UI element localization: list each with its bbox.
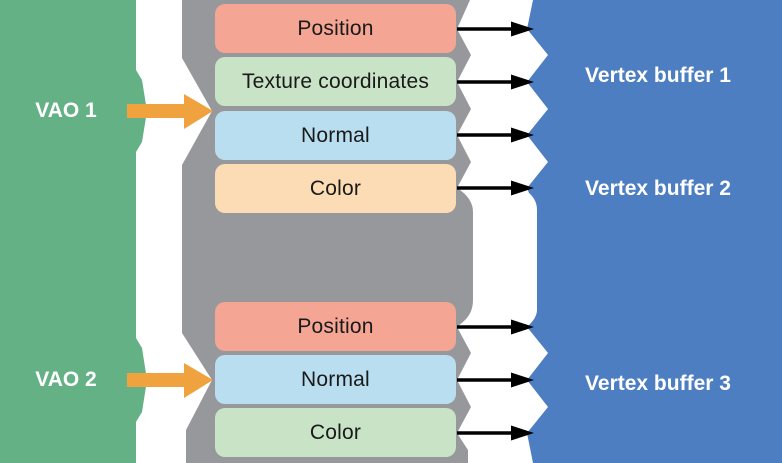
vertex-buffer-3-label: Vertex buffer 3: [585, 372, 731, 395]
arrow-texcoord-icon: [457, 74, 534, 90]
attribute-box-color-1: Color: [215, 164, 456, 213]
vao-1-label: VAO 1: [35, 99, 97, 122]
vao-2-arrow-icon: [127, 363, 213, 398]
attribute-box-color-2: Color: [215, 408, 456, 457]
arrow-color-2-icon: [457, 425, 534, 441]
attribute-arrows: [457, 21, 534, 441]
attribute-box-texture-coordinates: Texture coordinates: [215, 57, 456, 106]
vertex-buffer-1-label: Vertex buffer 1: [585, 64, 731, 87]
attribute-box-normal-1: Normal: [215, 111, 456, 160]
arrow-normal-1-icon: [457, 127, 534, 143]
vao-panel: [0, 0, 147, 463]
vertex-buffer-2-label: Vertex buffer 2: [585, 177, 731, 200]
arrow-position-1-icon: [457, 21, 534, 37]
arrow-position-2-icon: [457, 319, 534, 335]
attribute-box-position-1: Position: [215, 4, 456, 53]
arrow-color-1-icon: [457, 180, 534, 196]
attribute-box-normal-2: Normal: [215, 355, 456, 404]
vao-2-label: VAO 2: [35, 368, 97, 391]
attribute-box-position-2: Position: [215, 302, 456, 351]
vao-1-arrow-icon: [127, 94, 213, 129]
arrow-normal-2-icon: [457, 372, 534, 388]
buffer-panel: [527, 0, 782, 463]
